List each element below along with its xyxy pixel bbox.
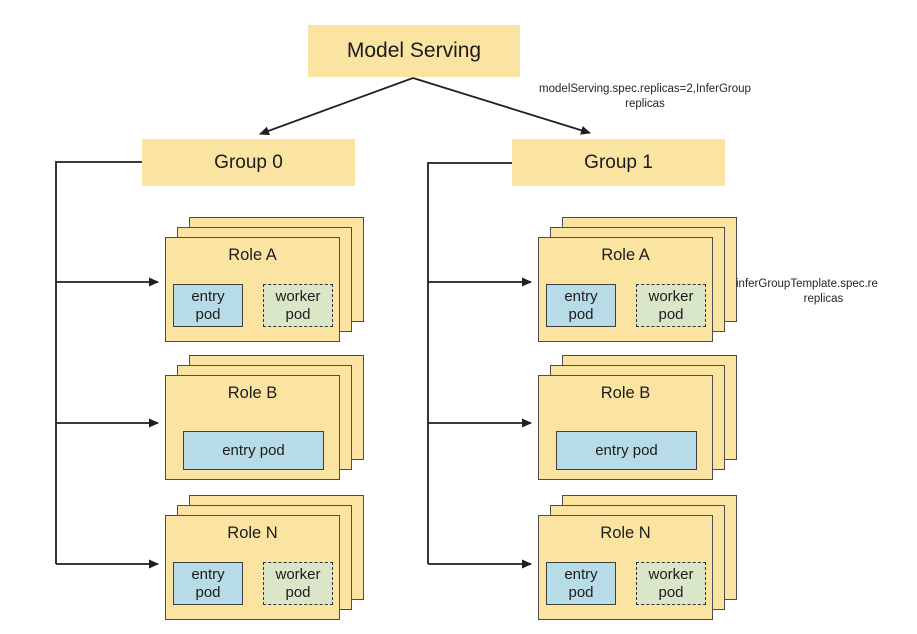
role-title: Role N (600, 524, 651, 542)
edge-root-group1 (412, 77, 591, 135)
model-serving-node: Model Serving (308, 25, 520, 77)
worker-pod: worker pod (636, 284, 706, 327)
role-stack-group0-roleA: Role A entry pod worker pod (165, 217, 364, 342)
worker-pod: worker pod (263, 562, 333, 605)
role-stack-group0-roleB: Role B entry pod (165, 355, 364, 480)
group-1-node: Group 1 (512, 139, 725, 186)
modelserving-replicas-annotation: modelServing.spec.replicas=2,InferGroup … (500, 82, 790, 112)
infergroup-replicas-annotation: inferGroupTemplate.spec.re replicas (736, 277, 911, 307)
role-stack-group1-roleN: Role N entry pod worker pod (538, 495, 737, 620)
role-title: Role A (601, 246, 650, 264)
group-0-node: Group 0 (142, 139, 355, 186)
entry-pod: entry pod (556, 431, 697, 470)
entry-pod: entry pod (183, 431, 324, 470)
role-title: Role B (227, 384, 278, 402)
edge-root-group0 (259, 77, 414, 136)
entry-pod: entry pod (173, 284, 243, 327)
role-card: Role N entry pod worker pod (165, 515, 340, 620)
role-title: Role N (227, 524, 278, 542)
worker-pod: worker pod (636, 562, 706, 605)
entry-pod: entry pod (546, 562, 616, 605)
annotation-line: modelServing.spec.replicas=2,InferGroup (539, 83, 751, 95)
role-card: Role N entry pod worker pod (538, 515, 713, 620)
role-title: Role B (600, 384, 651, 402)
annotation-line: replicas (803, 292, 844, 305)
entry-pod: entry pod (173, 562, 243, 605)
entry-pod: entry pod (546, 284, 616, 327)
role-stack-group1-roleB: Role B entry pod (538, 355, 737, 480)
role-stack-group1-roleA: Role A entry pod worker pod (538, 217, 737, 342)
role-card: Role B entry pod (538, 375, 713, 480)
role-card: Role B entry pod (165, 375, 340, 480)
role-title: Role A (228, 246, 277, 264)
worker-pod: worker pod (263, 284, 333, 327)
annotation-line: replicas (625, 97, 665, 110)
annotation-line: inferGroupTemplate.spec.re (736, 278, 878, 290)
role-stack-group0-roleN: Role N entry pod worker pod (165, 495, 364, 620)
role-card: Role A entry pod worker pod (538, 237, 713, 342)
bracket-group1 (427, 162, 512, 564)
bracket-group0 (55, 161, 142, 564)
role-card: Role A entry pod worker pod (165, 237, 340, 342)
